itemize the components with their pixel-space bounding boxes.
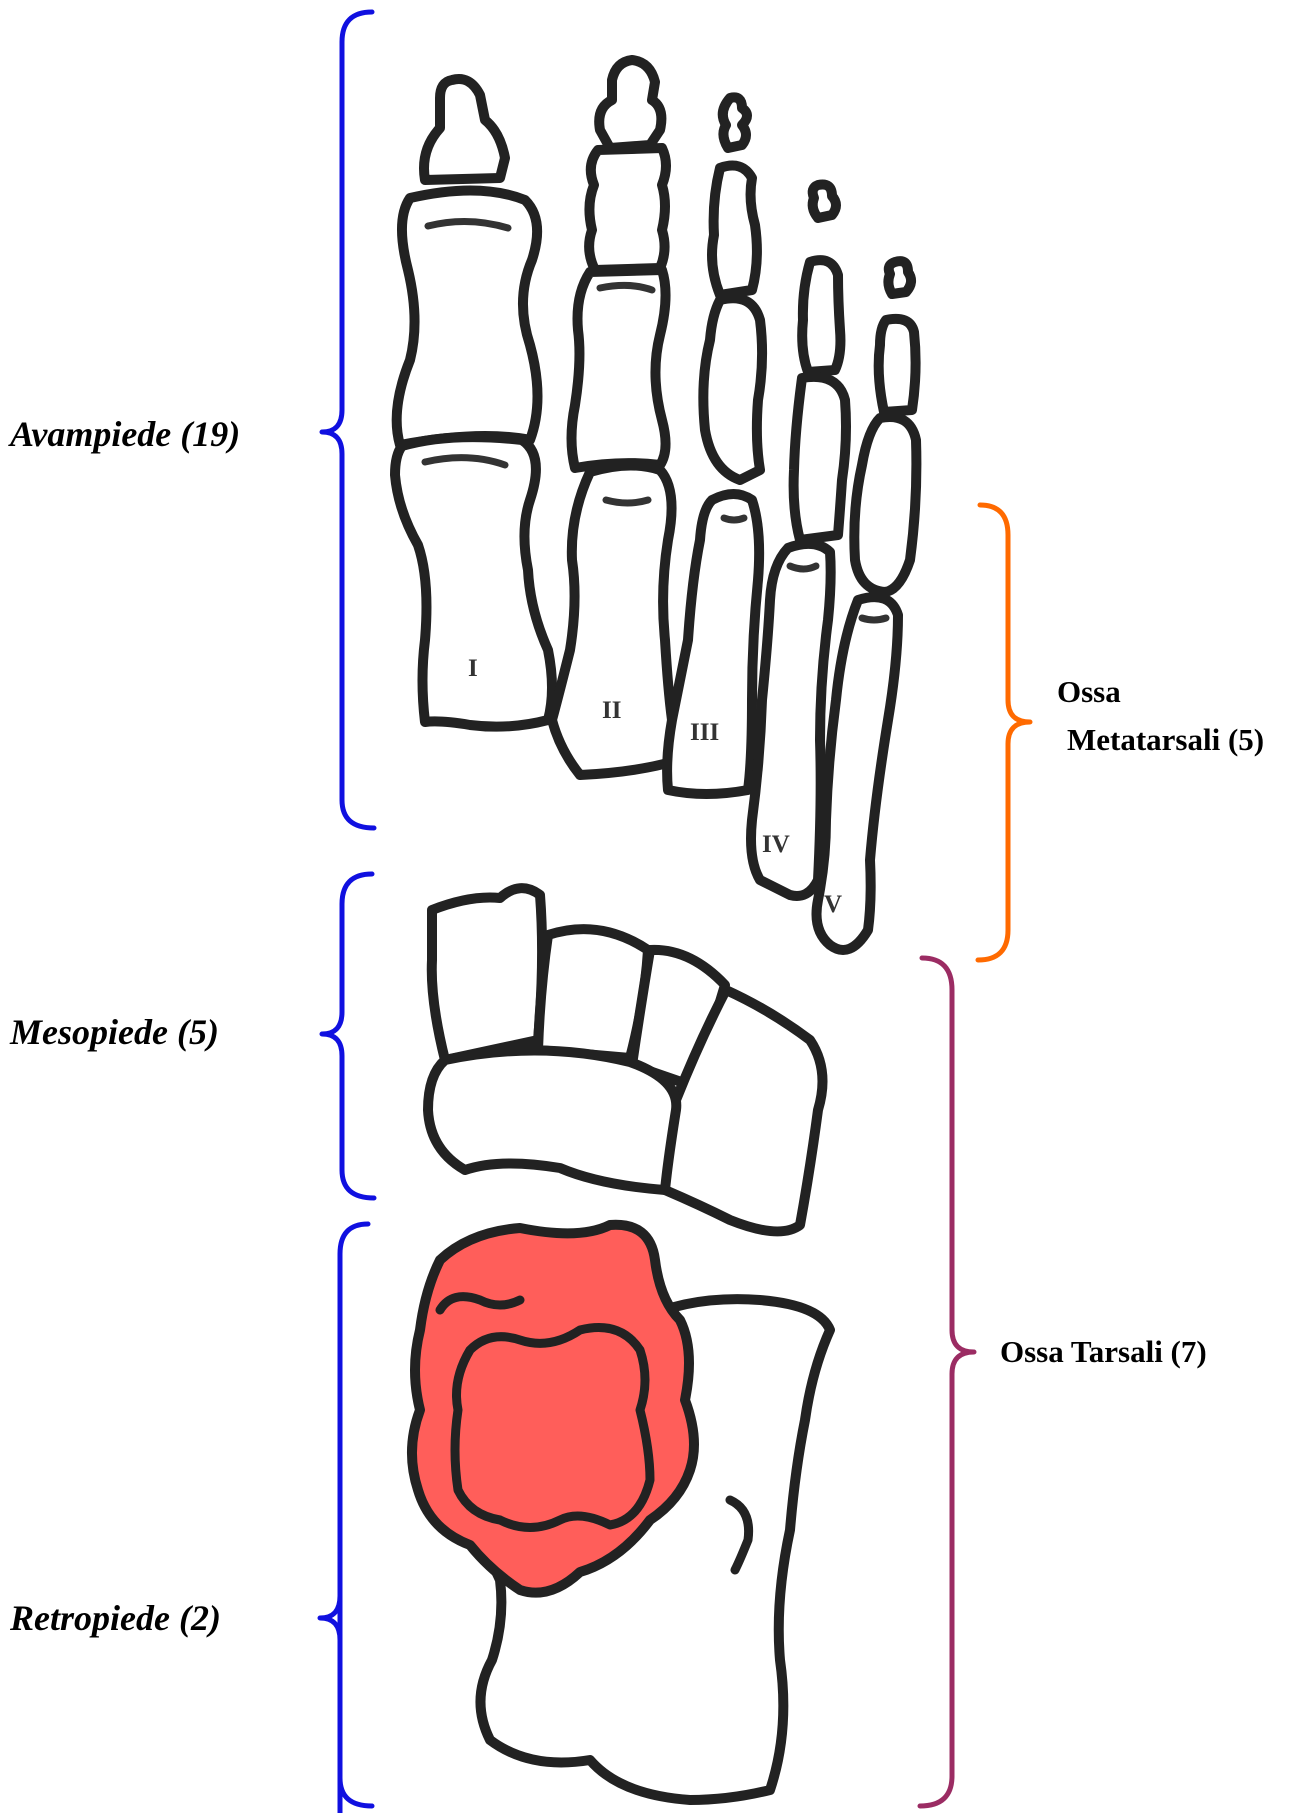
distal-phalanx-4 [813, 184, 836, 218]
metatarsal-2 [552, 465, 678, 775]
toe-2 [552, 60, 678, 775]
navicular [428, 1050, 676, 1190]
distal-phalanx-2 [599, 60, 661, 148]
middle-phalanx-5 [879, 319, 916, 412]
toe-1 [395, 79, 552, 727]
middle-phalanx-4 [802, 260, 840, 372]
toe-3 [667, 97, 762, 794]
numeral-V: V [824, 891, 842, 918]
numeral-I: I [468, 655, 478, 682]
numeral-III: III [690, 719, 719, 746]
metatarsal-3 [667, 494, 759, 794]
proximal-phalanx-2 [572, 270, 666, 468]
metatarsals-label-line2: Metatarsali (5) [1067, 722, 1264, 757]
metatarsals-label-line1: Ossa [1057, 674, 1121, 709]
hindfoot-brace-lower [320, 1540, 372, 1806]
numeral-IV: IV [762, 831, 790, 858]
numeral-II: II [602, 697, 621, 724]
tarsal-brace [920, 958, 974, 1806]
midfoot-bones [428, 888, 823, 1231]
hindfoot-bones [412, 1225, 830, 1800]
medial-cuneiform [432, 888, 542, 1060]
distal-phalanx-1 [424, 79, 505, 180]
middle-phalanx-2 [589, 148, 666, 270]
hindfoot-brace [340, 1224, 368, 1813]
proximal-phalanx-1 [397, 190, 538, 445]
metatarsal-brace [978, 505, 1030, 960]
proximal-phalanx-5 [854, 417, 916, 592]
middle-phalanx-3 [712, 166, 757, 295]
midfoot-brace [322, 874, 374, 1198]
forefoot-brace [322, 12, 374, 828]
distal-phalanx-3 [723, 97, 747, 148]
proximal-phalanx-4 [794, 377, 846, 540]
metatarsal-1 [395, 437, 552, 727]
tarsals-label: Ossa Tarsali (7) [1000, 1334, 1207, 1369]
distal-phalanx-5 [888, 261, 911, 294]
hindfoot-label: Retropiede (2) [9, 1598, 221, 1638]
forefoot-label: Avampiede (19) [8, 414, 240, 454]
midfoot-label: Mesopiede (5) [9, 1012, 219, 1052]
proximal-phalanx-3 [703, 298, 762, 480]
